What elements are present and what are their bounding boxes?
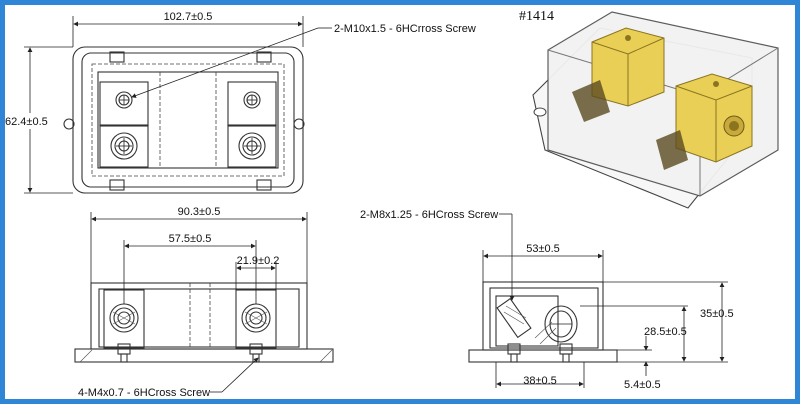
part-number: #1414 (519, 9, 554, 24)
side-mid-dim: 28.5±0.5 (644, 326, 687, 338)
mount-hole-left (63, 118, 75, 130)
top-width-dim: 102.7±0.5 (164, 11, 213, 23)
side-base-dim: 38±0.5 (523, 375, 557, 387)
side-top-dim: 53±0.5 (526, 243, 560, 255)
front-screw-right (241, 303, 271, 333)
set-screw-top-left (115, 91, 133, 109)
side-screw-callout: 2-M8x1.25 - 6HCross Screw (360, 209, 498, 221)
set-screw-top-right (243, 91, 261, 109)
mount-hole-right (293, 118, 305, 130)
side-height-dim: 35±0.5 (700, 308, 734, 320)
front-terminal-dim: 21.9±0.2 (237, 255, 280, 267)
side-view: 2-M8x1.25 - 6HCross Screw 53±0.5 35±0.5 … (360, 209, 734, 391)
top-screw-callout: 2-M10x1.5 - 6HCrross Screw (334, 23, 476, 35)
front-span-dim: 57.5±0.5 (169, 233, 212, 245)
main-screw-left (110, 132, 138, 160)
front-view: 90.3±0.5 57.5±0.5 21.9±0.2 4-M4x0.7 - 6H… (74, 206, 334, 399)
product-3d-render (532, 11, 779, 209)
technical-drawing: 102.7±0.5 62.4±0.5 2-M10x1.5 - 6HCrross … (5, 9, 779, 399)
front-screw-left (109, 303, 139, 333)
front-width-dim: 90.3±0.5 (178, 206, 221, 218)
top-height-dim: 62.4±0.5 (5, 116, 48, 128)
main-screw-right (238, 132, 266, 160)
side-angled-screw (496, 297, 532, 339)
top-view: 102.7±0.5 62.4±0.5 2-M10x1.5 - 6HCrross … (5, 11, 476, 194)
front-screw-callout: 4-M4x0.7 - 6HCross Screw (78, 387, 210, 399)
side-foot-dim: 5.4±0.5 (624, 379, 661, 391)
